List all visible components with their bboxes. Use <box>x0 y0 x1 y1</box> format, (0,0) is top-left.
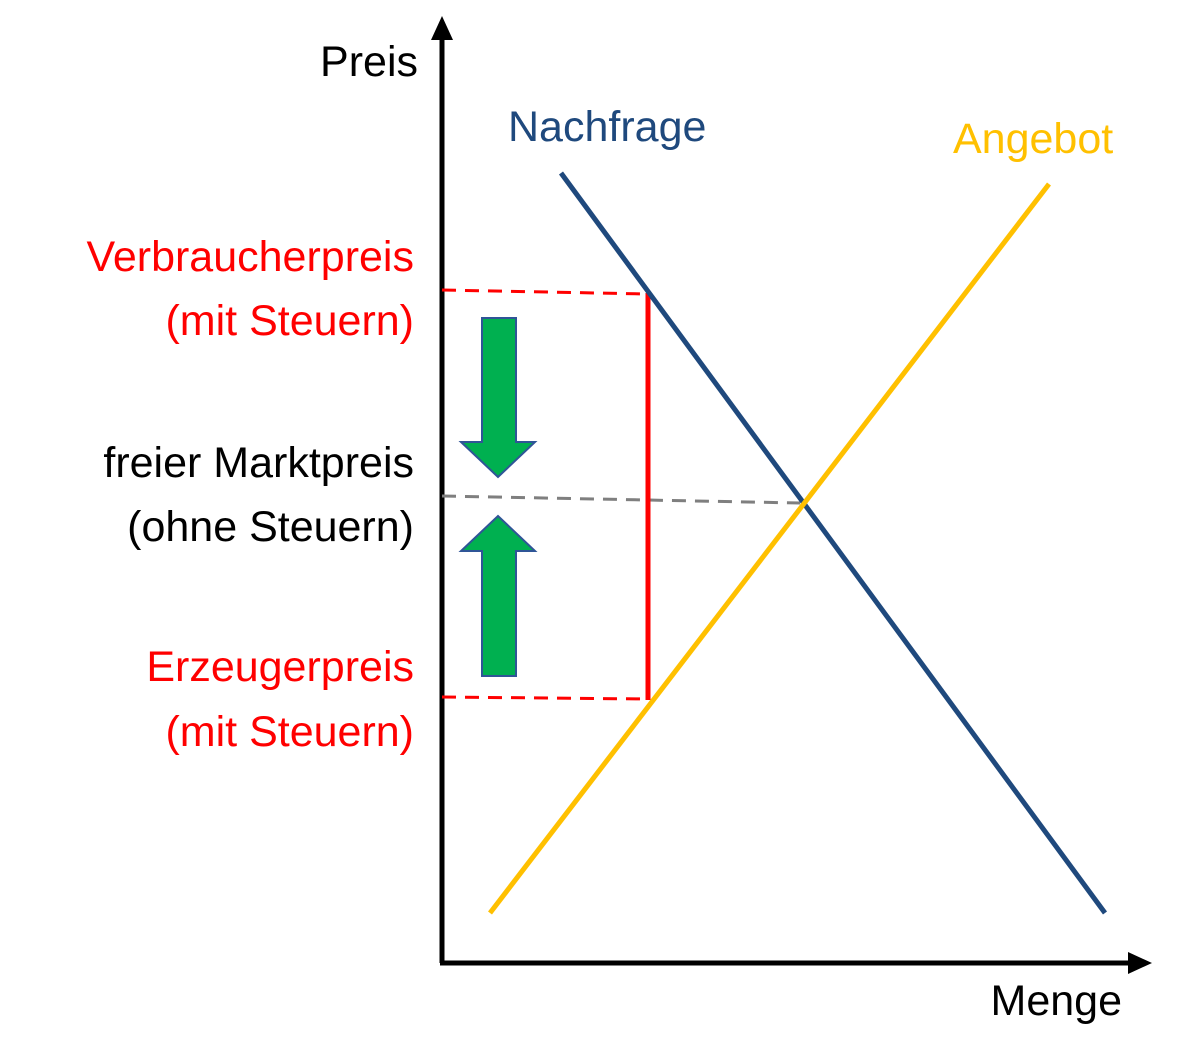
x-axis-arrowhead <box>1128 952 1152 974</box>
producer-price-dashed-line <box>441 695 649 701</box>
supply-label: Angebot <box>953 115 1113 163</box>
market-price-label-line1: freier Marktpreis <box>103 439 414 487</box>
consumer-price-dashed-line <box>441 288 649 296</box>
producer-price-label-line2: (mit Steuern) <box>165 708 414 756</box>
producer-price-label-line1: Erzeugerpreis <box>146 643 414 691</box>
market-price-label-line2: (ohne Steuern) <box>127 503 414 551</box>
market-price-dashed-line <box>441 494 801 505</box>
demand-curve <box>558 171 1108 915</box>
y-axis-label: Preis <box>320 38 418 86</box>
x-axis-label: Menge <box>991 977 1122 1025</box>
consumer-price-label-line2: (mit Steuern) <box>165 297 414 345</box>
supply-curve <box>488 182 1051 915</box>
demand-label: Nachfrage <box>508 103 706 151</box>
up-arrow-icon <box>458 514 538 677</box>
consumer-price-label-line1: Verbraucherpreis <box>87 233 414 281</box>
y-axis-arrowhead <box>431 16 453 40</box>
down-arrow-icon <box>458 317 538 479</box>
